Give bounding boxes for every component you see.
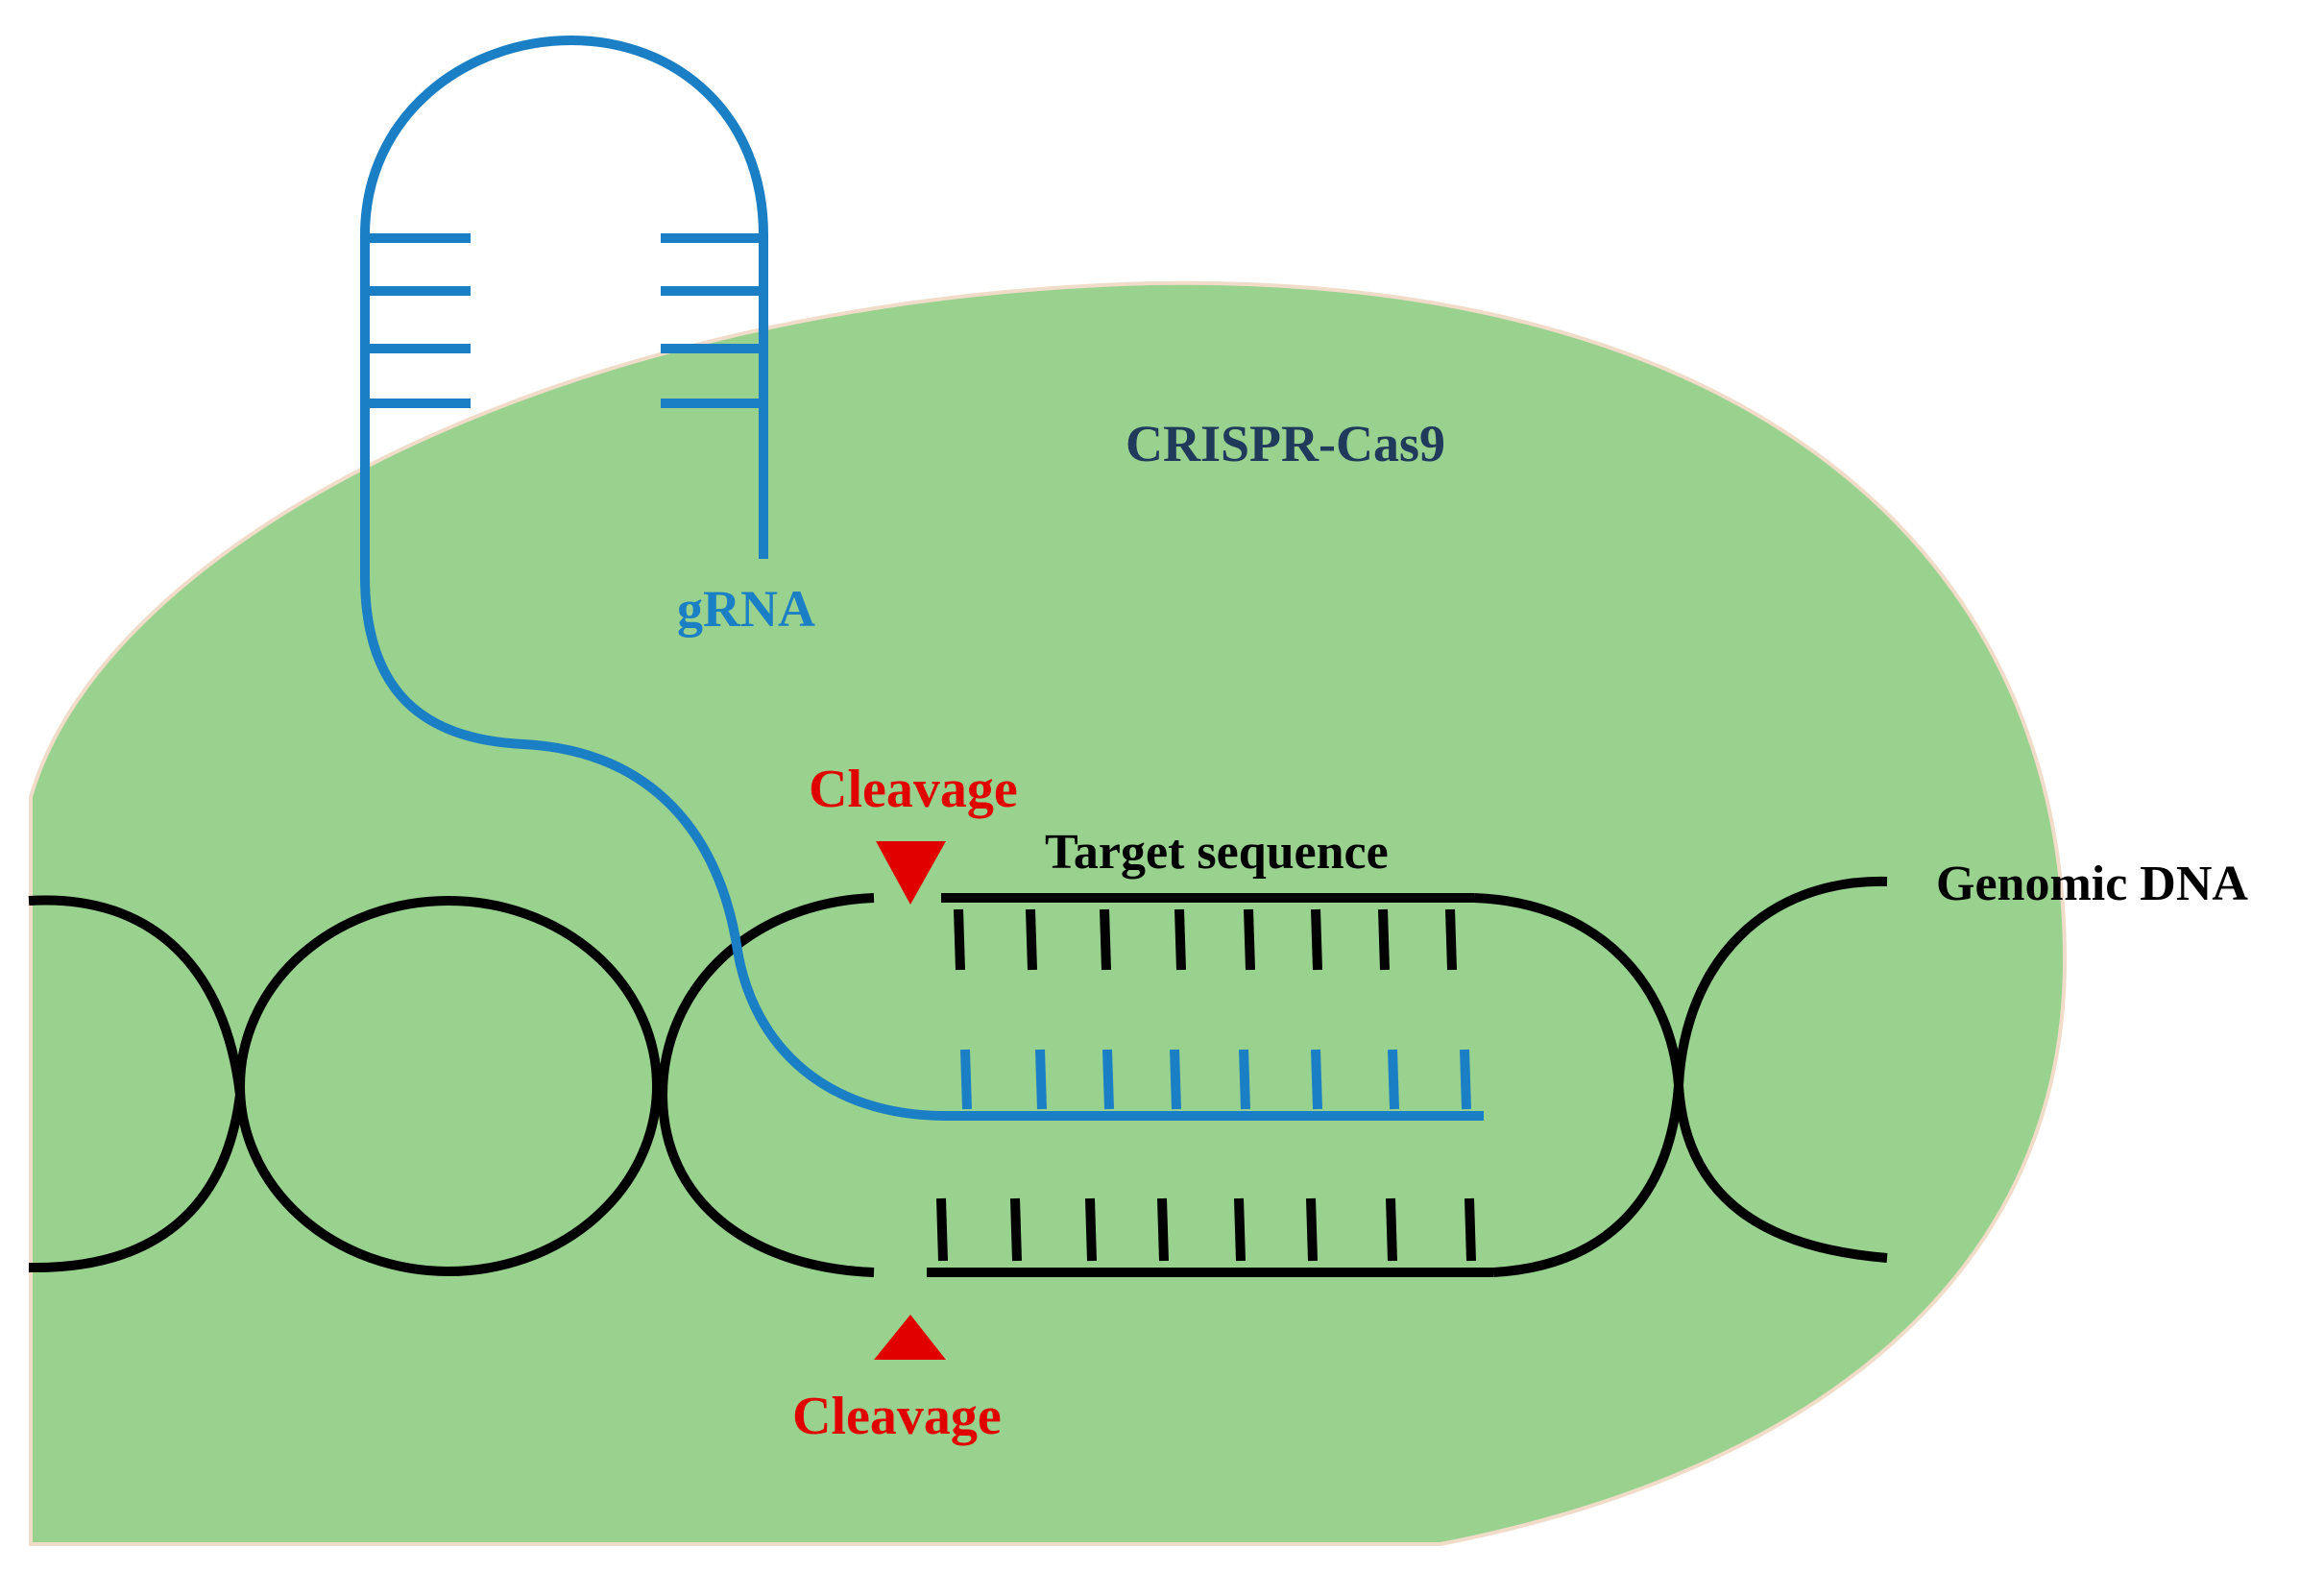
base-tick [1100, 908, 1111, 971]
grna-bases [960, 1049, 1471, 1110]
base-tick [1306, 1197, 1318, 1262]
base-tick [1378, 908, 1390, 971]
grna-base-tick [1102, 1049, 1114, 1110]
base-tick [1311, 908, 1322, 971]
grna-base-tick [1311, 1049, 1322, 1110]
base-tick [1234, 1197, 1246, 1262]
base-tick [1244, 908, 1255, 971]
target-sequence-label: Target sequence [1045, 825, 1389, 880]
cleavage-top-triangle-icon [876, 841, 946, 905]
cleavage-top-label: Cleavage [809, 760, 1018, 819]
cleavage-bottom-triangle-icon [874, 1315, 946, 1360]
top-strand-bases [954, 908, 1457, 971]
grna-base-tick [1388, 1049, 1399, 1110]
grna-base-tick [1239, 1049, 1250, 1110]
dna-loop-middle [235, 896, 662, 1276]
base-tick [954, 908, 965, 971]
base-tick [936, 1197, 948, 1262]
genomic-dna-label: Genomic DNA [1936, 857, 2248, 911]
guide-rna [360, 35, 1484, 1121]
bottom-strand-bases [936, 1197, 1476, 1262]
grna-base-tick [1035, 1049, 1047, 1110]
grna-base-tick [1460, 1049, 1471, 1110]
dna-strand-cut-top [658, 893, 875, 1096]
grna-backbone [360, 35, 1484, 1121]
genomic-dna-right [1674, 876, 1888, 1263]
cleavage-bottom-label: Cleavage [792, 1387, 1002, 1446]
base-tick [1445, 908, 1457, 971]
dna-strand-right-bottom [1674, 1084, 1888, 1263]
base-tick [1157, 1197, 1169, 1262]
dna-strand-cut-bottom [658, 1094, 875, 1277]
grna-label: gRNA [677, 580, 815, 638]
dna-strand-right-top [1674, 876, 1888, 1086]
base-tick [1085, 1197, 1097, 1262]
base-tick [1010, 1197, 1022, 1262]
dna-strand-left-bottom [28, 1094, 245, 1273]
base-tick [1386, 1197, 1397, 1262]
base-tick [1026, 908, 1037, 971]
grna-base-tick [1170, 1049, 1181, 1110]
base-tick [1465, 1197, 1476, 1262]
dna-strand-left-top [28, 895, 245, 1096]
genomic-dna-helix [28, 893, 875, 1277]
base-tick [1174, 908, 1186, 971]
grna-base-tick [960, 1049, 972, 1110]
cas9-label: CRISPR-Cas9 [1126, 415, 1445, 472]
